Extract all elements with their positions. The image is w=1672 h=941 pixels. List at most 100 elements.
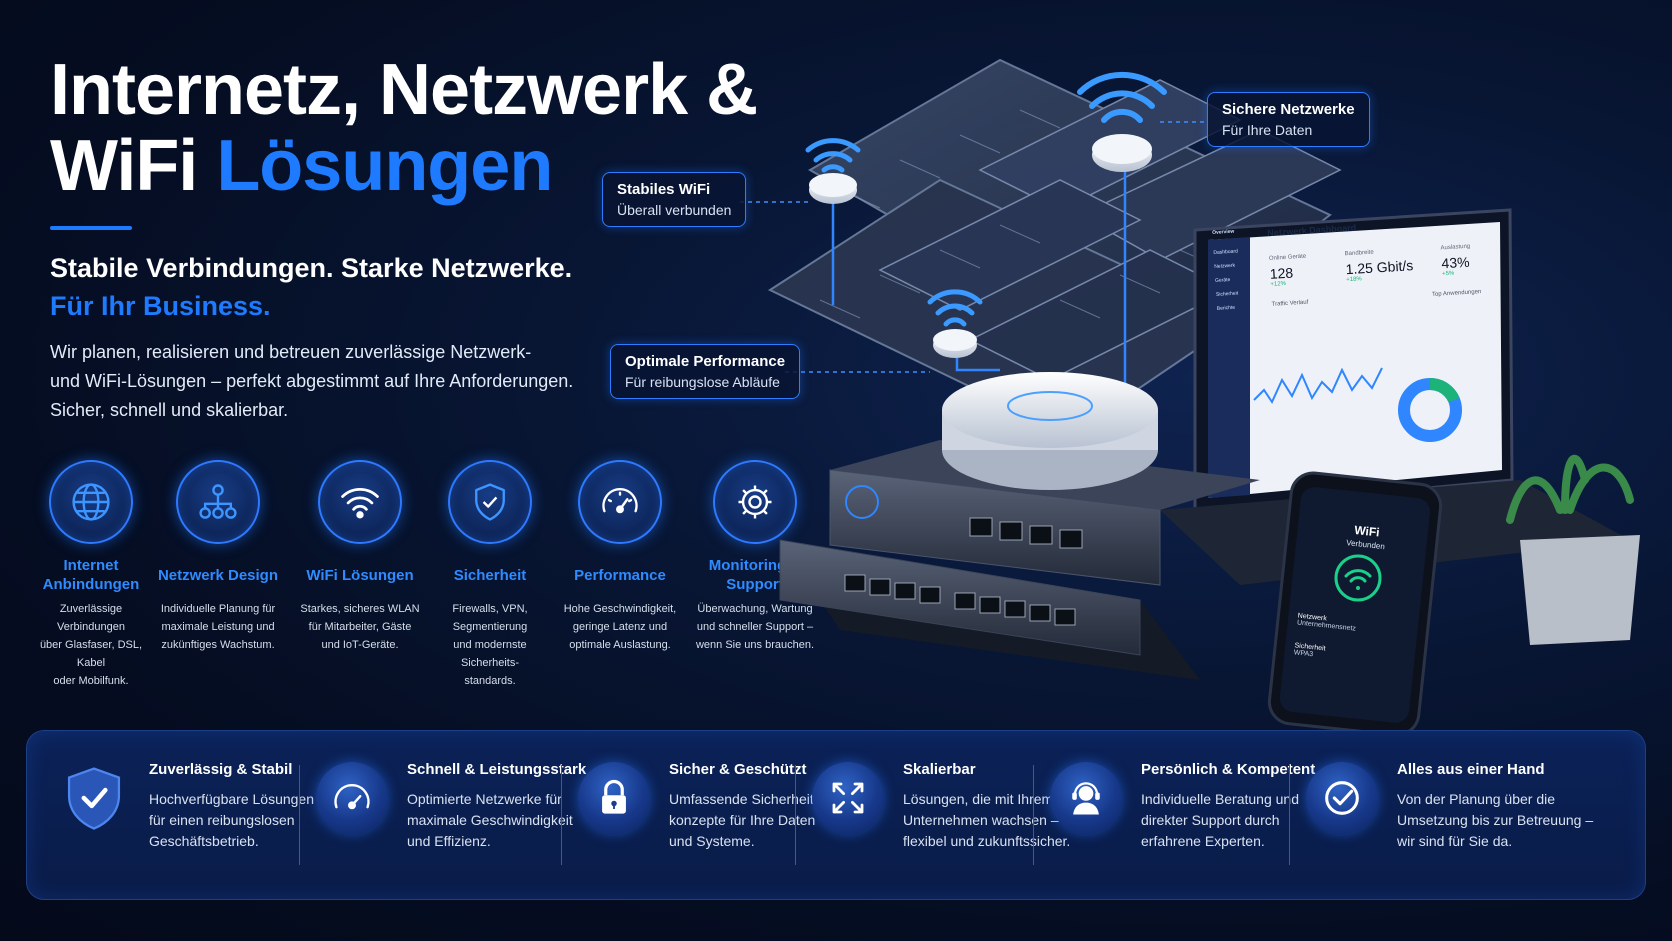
wifi-icon [318, 460, 402, 544]
service-title: Netzwerk Design [157, 566, 279, 584]
gear-icon [713, 460, 797, 544]
expand-arrows-icon [811, 761, 885, 835]
desc-line: für Mitarbeiter, Gäste [308, 621, 412, 633]
desc-line: erfahrene Experten. [1141, 833, 1265, 849]
feature-title: Sicher & Geschützt [669, 761, 807, 778]
shield-check-icon [57, 761, 131, 835]
access-point-1 [805, 138, 861, 204]
desc-line: flexibel und zukunftssicher. [903, 833, 1071, 849]
phone-network-row[interactable]: Netzwerk Unternehmensnetz [1297, 612, 1418, 638]
feature-title: Zuverlässig & Stabil [149, 761, 293, 778]
desc-line: Firewalls, VPN, Segmentierung [452, 603, 528, 633]
smartphone-illustration [1267, 471, 1443, 737]
dashboard-nav-item[interactable]: Netzwerk [1214, 262, 1236, 270]
dashboard-kpis: Online Geräte 128 +12% Bandbreite 1.25 G… [1269, 241, 1511, 288]
desc-line: Optimierte Netzwerke für [407, 791, 562, 807]
desc-line: Von der Planung über die [1397, 791, 1556, 807]
desc-line: oder Mobilfunk. [53, 675, 129, 687]
desc-line: Zuverlässige Verbindungen [57, 603, 125, 633]
service-desc: Überwachung, Wartung und schneller Suppor… [690, 600, 820, 654]
dashboard-screen: Netzwerk Dashboard Online Geräte 128 +12… [1267, 213, 1511, 308]
feature-desc: Umfassende Sicherheits-konzepte für Ihre… [669, 789, 825, 852]
network-topology-icon [176, 460, 260, 544]
desc-line: optimale Auslastung. [569, 639, 671, 651]
desc-line: und modernste Sicherheits- [453, 639, 527, 669]
desc-line: konzepte für Ihre Daten [669, 812, 816, 828]
intro-line: Sicher, schnell und skalierbar. [50, 400, 289, 420]
feature-desc: Individuelle Beratung und direkter Suppor… [1141, 789, 1299, 852]
shield-check-icon [448, 460, 532, 544]
desc-line: und Effizienz. [407, 833, 491, 849]
feature-divider [1289, 765, 1290, 865]
service-netzwerk-design[interactable]: Netzwerk Design Individuelle Planung für… [153, 460, 283, 654]
desc-line: und Systeme. [669, 833, 755, 849]
feature-divider [561, 765, 562, 865]
access-point-3 [927, 289, 983, 358]
speedometer-icon [578, 460, 662, 544]
subheadline-accent: Für Ihr Business. [50, 291, 271, 321]
feature-title: Schnell & Leistungsstark [407, 761, 587, 778]
service-internet[interactable]: Internet Anbindungen Zuverlässige Verbin… [26, 460, 156, 690]
desc-line: maximale Geschwindigkeit [407, 812, 573, 828]
intro-line: Wir planen, realisieren und betreuen zuv… [50, 342, 532, 362]
service-title: Performance [574, 566, 666, 584]
service-title: Internet Anbindungen [42, 557, 140, 593]
desc-line: Lösungen, die mit Ihrem [903, 791, 1054, 807]
desc-line: wenn Sie uns brauchen. [695, 639, 815, 651]
service-desc: Hohe Geschwindigkeit, geringe Latenz und o… [555, 600, 685, 654]
feature-divider [1033, 765, 1034, 865]
feature-divider [795, 765, 796, 865]
network-illustration: Netzwerk Dashboard Online Geräte 128 +12… [602, 40, 1672, 740]
dashboard-nav-item[interactable]: Dashboard [1213, 248, 1239, 256]
callout-stable-wifi: Stabiles WiFi Überall verbunden [602, 172, 747, 227]
feature-desc: Optimierte Netzwerke für maximale Geschwi… [407, 789, 573, 852]
globe-icon [49, 460, 133, 544]
desc-line: Hohe Geschwindigkeit, [563, 603, 677, 615]
desc-line: für einen reibungslosen [149, 812, 295, 828]
check-circle-icon [1305, 761, 1379, 835]
callout-title: Sichere Netzwerke [1222, 101, 1355, 118]
network-switch-lower [779, 539, 1200, 680]
service-sicherheit[interactable]: Sicherheit Firewalls, VPN, Segmentierung… [425, 460, 555, 690]
desc-line: und schneller Support – [696, 621, 814, 633]
callout-secure-networks: Sichere Netzwerke Für Ihre Daten [1207, 92, 1370, 147]
kpi-bandwidth: Bandbreite 1.25 Gbit/s +18% [1344, 246, 1433, 284]
desc-line: Individuelle Planung für [160, 603, 276, 615]
desc-line: Geschäftsbetrieb. [149, 833, 259, 849]
kpi-load: Auslastung 43% +5% [1440, 242, 1502, 278]
padlock-icon [577, 761, 651, 835]
service-title: Monitoring & Support [708, 557, 802, 593]
kpi-online: Online Geräte 128 +12% [1269, 252, 1337, 288]
service-performance[interactable]: Performance Hohe Geschwindigkeit, geringe… [555, 460, 685, 654]
desc-line: und IoT-Geräte. [321, 639, 399, 651]
feature-divider [299, 765, 300, 865]
desc-line: Überwachung, Wartung [697, 603, 813, 615]
dashboard-nav-item[interactable]: Geräte [1214, 276, 1231, 284]
plant-decoration [1506, 454, 1640, 645]
callout-subtitle: Für reibungslose Abläufe [625, 374, 780, 390]
desc-line: direkter Support durch [1141, 812, 1280, 828]
features-panel: Zuverlässig & Stabil Hochverfügbare Lösu… [26, 730, 1646, 900]
feature-title: Alles aus einer Hand [1397, 761, 1545, 778]
desc-line: Unternehmen wachsen – [903, 812, 1059, 828]
phone-screen: WiFi Verbunden Netzwerk Unternehmensnetz… [1293, 518, 1427, 669]
kpi-label: Bandbreite [1344, 249, 1374, 258]
desc-line: standards. [464, 675, 516, 687]
desc-line: Individuelle Beratung und [1141, 791, 1300, 807]
service-monitoring[interactable]: Monitoring & Support Überwachung, Wartun… [690, 460, 820, 654]
title-word-loesungen: Lösungen [216, 126, 553, 206]
feature-desc: Hochverfügbare Lösungen für einen reibung… [149, 789, 314, 852]
desc-line: Hochverfügbare Lösungen [149, 791, 315, 807]
title-line-2: WiFi Lösungen [50, 128, 757, 204]
dashboard-nav-item[interactable]: Sicherheit [1215, 290, 1239, 298]
service-title: Sicherheit [453, 566, 527, 584]
desc-line: Umsetzung bis zur Betreuung – [1397, 812, 1594, 828]
desc-line: wir sind für Sie da. [1397, 833, 1513, 849]
page-title: Internetz, Netzwerk & WiFi Lösungen [50, 52, 758, 204]
desc-line: geringe Latenz und [572, 621, 668, 633]
